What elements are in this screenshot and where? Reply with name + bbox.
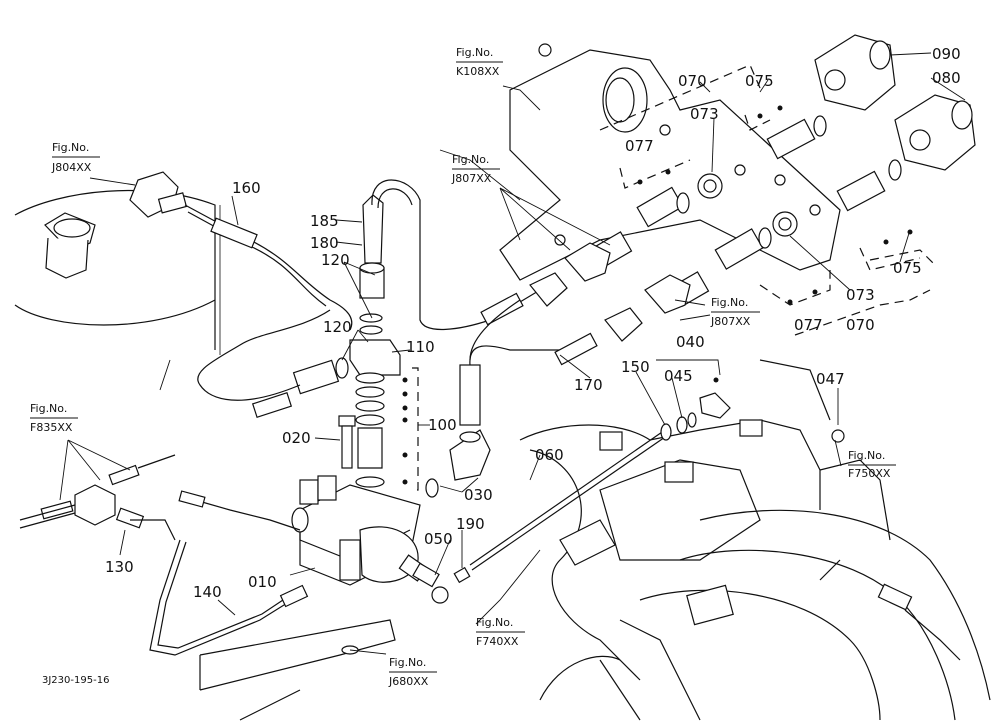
part-label-020: 020 — [282, 429, 311, 447]
part-label-090: 090 — [932, 45, 961, 63]
part-label-077-upper: 077 — [625, 137, 654, 155]
fig-ref-code: J807XX — [451, 172, 492, 185]
part-label-047: 047 — [816, 370, 845, 388]
fig-reference-f835: Fig.No. F835XX — [30, 402, 78, 434]
banjo-fitting-080 — [894, 94, 976, 171]
tee-fitting-f835 — [19, 454, 176, 529]
part-label-080: 080 — [932, 69, 961, 87]
fig-ref-code: J804XX — [51, 161, 92, 174]
fig-reference-k108: Fig.No. K108XX — [456, 46, 503, 78]
part-label-130: 130 — [105, 558, 134, 576]
governor-lever — [660, 377, 731, 441]
part-label-050: 050 — [424, 530, 453, 548]
part-label-070-upper: 070 — [678, 72, 707, 90]
fig-ref-title: Fig.No. — [848, 449, 885, 462]
part-label-160: 160 — [232, 179, 261, 197]
fittings-075-080-090 — [766, 34, 976, 212]
part-label-073-lower: 073 — [846, 286, 875, 304]
fuel-hose-160 — [184, 204, 353, 331]
fig-ref-code: F740XX — [476, 635, 519, 648]
fig-ref-title: Fig.No. — [389, 656, 426, 669]
fig-ref-title: Fig.No. — [456, 46, 493, 59]
part-label-185: 185 — [310, 212, 339, 230]
part-label-120-upper: 120 — [321, 251, 350, 269]
fig-ref-title: Fig.No. — [711, 296, 748, 309]
fig-ref-code: J807XX — [710, 315, 751, 328]
hose-upper — [371, 179, 541, 330]
fig-reference-f750: Fig.No. F750XX — [848, 449, 896, 480]
bracket-j680 — [199, 619, 396, 721]
diagram-code: 3J230-195-16 — [42, 675, 109, 686]
fig-ref-title: Fig.No. — [452, 153, 489, 166]
leader-lines — [59, 52, 966, 655]
fig-ref-title: Fig.No. — [476, 616, 513, 629]
bolt-020 — [338, 415, 356, 469]
fig-ref-title: Fig.No. — [52, 141, 89, 154]
part-label-073-upper: 073 — [690, 105, 719, 123]
banjo-fitting-090 — [814, 34, 896, 111]
part-label-180: 180 — [310, 234, 339, 252]
fig-reference-f740: Fig.No. F740XX — [476, 616, 525, 648]
part-label-110: 110 — [406, 338, 435, 356]
fig-ref-title: Fig.No. — [30, 402, 67, 415]
part-label-070-lower: 070 — [846, 316, 875, 334]
part-label-077-lower: 077 — [794, 316, 823, 334]
elbow-fitting-030 — [425, 345, 560, 498]
part-label-140: 140 — [193, 583, 222, 601]
part-label-075-upper: 075 — [745, 72, 774, 90]
fig-ref-code: F835XX — [30, 421, 73, 434]
part-label-120-lower: 120 — [323, 318, 352, 336]
part-number-labels: 010 020 030 040 045 047 050 060 070 070 … — [105, 45, 961, 601]
tank-return-elbow — [129, 171, 188, 218]
part-label-030: 030 — [464, 486, 493, 504]
part-label-190: 190 — [456, 515, 485, 533]
bracket-k108 — [499, 43, 841, 281]
fig-reference-j807-lower: Fig.No. J807XX — [710, 296, 760, 328]
fig-ref-code: J680XX — [388, 675, 429, 688]
fuel-tank — [14, 171, 221, 355]
part-label-170: 170 — [574, 376, 603, 394]
fig-ref-code: F750XX — [848, 467, 891, 480]
engine-block — [519, 359, 991, 721]
part-label-075-lower: 075 — [893, 259, 922, 277]
part-label-100: 100 — [428, 416, 457, 434]
fitting-stack — [349, 194, 419, 491]
fig-reference-j680: Fig.No. J680XX — [388, 656, 437, 688]
part-label-040: 040 — [676, 333, 705, 351]
fuel-lines-140 — [115, 490, 309, 656]
dashed-group-070 — [599, 64, 936, 336]
fig-ref-code: K108XX — [456, 65, 500, 78]
fig-reference-j804: Fig.No. J804XX — [51, 141, 100, 174]
fuel-pump-010 — [291, 475, 428, 586]
part-label-150: 150 — [621, 358, 650, 376]
part-label-010: 010 — [248, 573, 277, 591]
linkage-rod — [412, 429, 669, 604]
part-label-045: 045 — [664, 367, 693, 385]
fittings-077-073 — [469, 173, 798, 366]
tank-elbow-fitting — [44, 212, 96, 279]
fig-reference-j807-upper: Fig.No. J807XX — [451, 153, 500, 185]
part-label-060: 060 — [535, 446, 564, 464]
fitting-120-left — [197, 309, 349, 418]
